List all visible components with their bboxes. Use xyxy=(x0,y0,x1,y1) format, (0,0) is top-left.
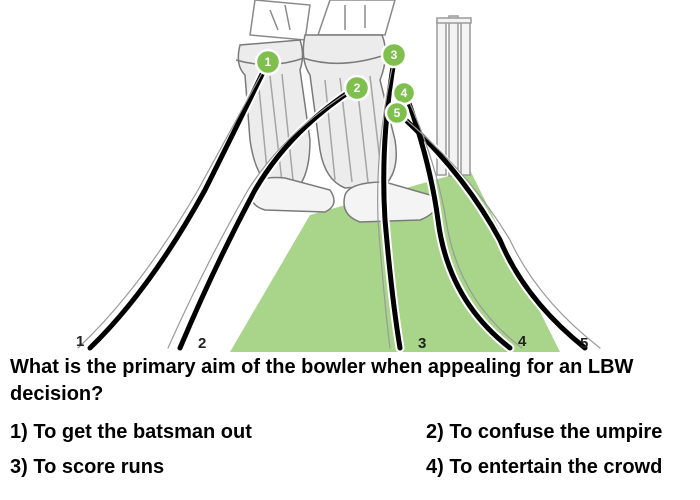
marker-4: 4 xyxy=(391,80,417,106)
trousers xyxy=(249,0,396,41)
zone-label-5: 5 xyxy=(580,335,588,352)
marker-3: 3 xyxy=(380,41,408,69)
option-2[interactable]: 2) To confuse the umpire xyxy=(426,421,663,443)
question-text: What is the primary aim of the bowler wh… xyxy=(10,356,634,405)
marker-5: 5 xyxy=(384,100,410,126)
trajectory-lines xyxy=(77,50,601,352)
zone-label-4: 4 xyxy=(518,333,527,350)
zone-label-1: 1 xyxy=(76,333,84,350)
zone-label-2: 2 xyxy=(198,335,206,352)
marker-2: 2 xyxy=(343,74,371,102)
svg-text:1: 1 xyxy=(265,55,272,69)
lbw-diagram: 1 2 3 4 5 1 2 3 4 5 xyxy=(76,0,601,352)
option-3[interactable]: 3) To score runs xyxy=(10,456,165,478)
option-4[interactable]: 4) To entertain the crowd xyxy=(426,456,663,478)
option-1[interactable]: 1) To get the batsman out xyxy=(10,421,252,443)
svg-text:3: 3 xyxy=(391,48,398,62)
svg-text:4: 4 xyxy=(401,86,408,100)
pitch-area xyxy=(230,170,560,352)
zone-label-3: 3 xyxy=(418,335,426,352)
svg-text:5: 5 xyxy=(394,106,401,120)
stumps xyxy=(436,15,472,177)
marker-1: 1 xyxy=(254,48,282,76)
svg-text:2: 2 xyxy=(354,81,361,95)
